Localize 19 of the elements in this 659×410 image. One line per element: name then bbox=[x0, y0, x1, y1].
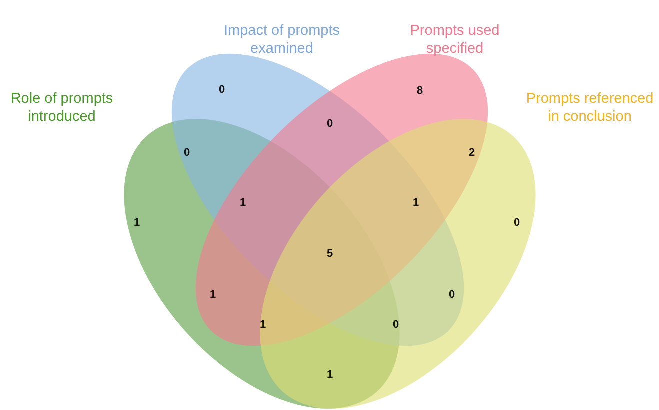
set-label: Impact of prompts examined bbox=[224, 22, 340, 58]
region-count: 1 bbox=[260, 319, 266, 331]
region-count: 5 bbox=[326, 248, 334, 260]
region-count: 0 bbox=[514, 217, 520, 229]
region-count: 1 bbox=[134, 217, 140, 229]
region-count: 0 bbox=[392, 319, 400, 331]
region-count: 1 bbox=[326, 369, 334, 381]
region-count: 0 bbox=[218, 84, 226, 96]
set-label: Prompts used specified bbox=[410, 22, 500, 58]
region-count: 0 bbox=[448, 289, 456, 301]
region-count: 0 bbox=[184, 147, 190, 159]
region-count: 2 bbox=[468, 147, 476, 159]
region-count: 1 bbox=[210, 289, 216, 301]
set-label: Role of prompts introduced bbox=[10, 90, 114, 126]
region-count: 1 bbox=[240, 197, 246, 209]
region-count: 1 bbox=[412, 197, 420, 209]
region-count: 0 bbox=[326, 118, 334, 130]
set-label: Prompts referenced in conclusion bbox=[526, 90, 654, 126]
region-count: 8 bbox=[416, 85, 424, 97]
